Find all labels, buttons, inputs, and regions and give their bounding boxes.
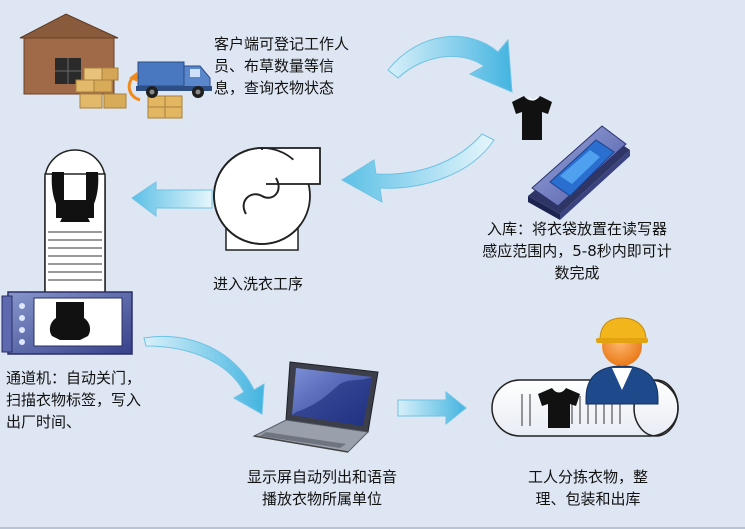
- flow-arrow-client-to-storage: [387, 35, 513, 93]
- laptop-icon: [252, 361, 379, 453]
- sorting-caption: 工人分拣衣物，整 理、包装和出库: [527, 468, 648, 508]
- return-arrow-icon: [127, 72, 141, 102]
- storage-caption: 入库：将衣袋放置在读写器 感应范围内，5-8秒内即可计 数完成: [482, 220, 672, 282]
- flow-arrow-display-to-sorting: [397, 390, 467, 426]
- washing-caption: 进入洗衣工序: [213, 275, 304, 293]
- boxes-icon: [75, 67, 183, 119]
- channel-control-panel-icon: [1, 291, 133, 355]
- flow-arrow-washing-to-channel: [131, 181, 213, 217]
- bottom-border: [0, 527, 745, 529]
- flow-arrow-channel-to-display: [143, 335, 265, 415]
- truck-icon: [136, 61, 212, 98]
- client-caption: 客户端可登记工作人 员、布草数量等信 息，查询衣物状态: [214, 35, 350, 97]
- channel-caption: 通道机：自动关门， 扫描衣物标签，写入 出厂时间、: [6, 369, 142, 431]
- rfid-reader-icon: [528, 125, 630, 220]
- flow-arrow-storage-to-washing: [341, 133, 495, 203]
- warehouse-icon: [19, 13, 119, 95]
- worker-icon: [585, 317, 659, 405]
- display-caption: 显示屏自动列出和语音 播放衣物所属单位: [246, 468, 397, 508]
- washing-drum-icon: [213, 147, 321, 251]
- tshirt-icon: [512, 96, 552, 140]
